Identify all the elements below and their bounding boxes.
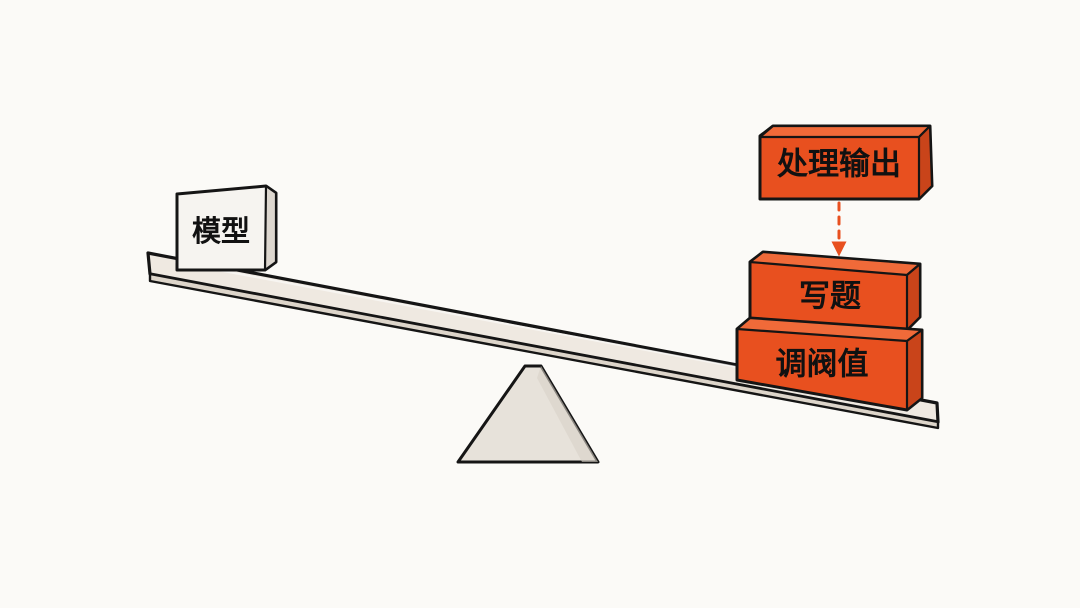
model-block: 模型 <box>175 184 278 272</box>
writing-block: 写题 <box>748 250 922 332</box>
model-block-label: 模型 <box>192 214 250 248</box>
tuning-block: 调阀值 <box>735 316 924 412</box>
fulcrum <box>456 364 600 464</box>
output-block: 处理输出 <box>758 124 934 201</box>
output-block-label: 处理输出 <box>776 147 901 183</box>
writing-block-label: 写题 <box>799 279 861 315</box>
tuning-block-label: 调阀值 <box>776 347 869 383</box>
